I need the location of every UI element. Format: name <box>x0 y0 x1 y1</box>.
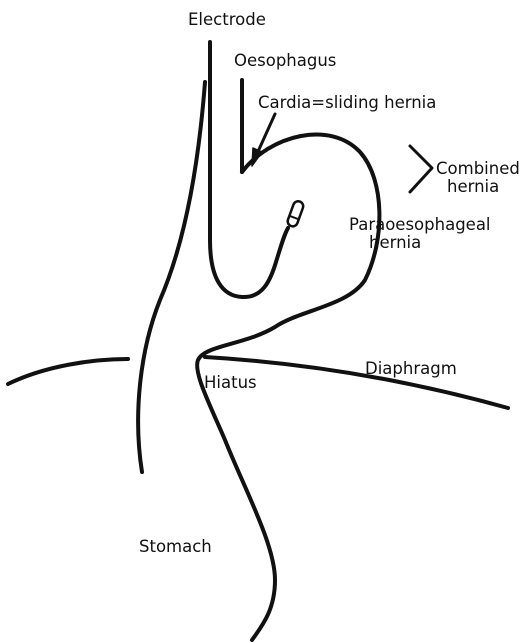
combined-hernia-label: Combined <box>436 159 520 178</box>
paraoesophageal-hernia-label-line2: hernia <box>369 233 421 252</box>
diaphragm-left-line <box>8 359 128 384</box>
combined-hernia-bracket <box>410 146 432 192</box>
oesophagus-left-wall <box>138 82 205 472</box>
combined-hernia-label-line2: hernia <box>447 177 499 196</box>
stomach-label: Stomach <box>139 537 212 556</box>
electrode-label: Electrode <box>188 10 266 29</box>
cardia-sliding-hernia-label: Cardia=sliding hernia <box>258 93 436 112</box>
hiatus-label: Hiatus <box>204 373 257 392</box>
oesophagus-label: Oesophagus <box>234 51 336 70</box>
electrode-tip <box>286 200 304 228</box>
paraoesophageal-hernia-label: Paraoesophageal <box>349 215 491 234</box>
diaphragm-label: Diaphragm <box>365 359 457 378</box>
electrode-wire <box>210 42 288 297</box>
cardia-arrow-head <box>252 148 262 166</box>
